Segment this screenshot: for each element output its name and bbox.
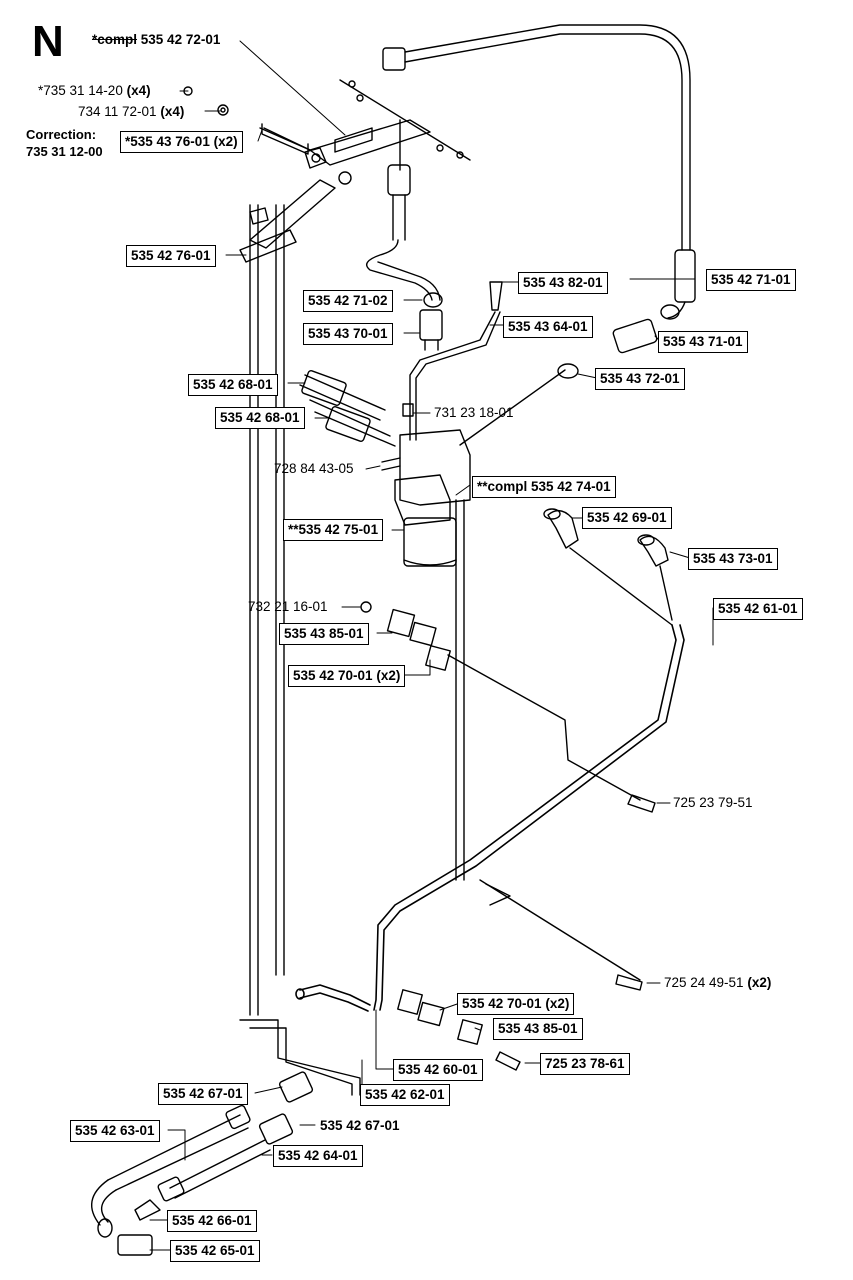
part-label-p07: 535 43 82-01: [518, 272, 608, 294]
part-qty-p27: (x2): [545, 996, 570, 1011]
leader-lines: [149, 40, 714, 1251]
valve-block: [299, 369, 566, 881]
part-label-p24: 535 42 70-01 (x2): [288, 665, 406, 687]
part-label-p10: 535 43 70-01: [303, 323, 393, 345]
control-lever: [409, 281, 503, 441]
part-label-p29: 725 23 78-61: [540, 1053, 630, 1075]
elbow-fittings: [543, 508, 673, 626]
part-label-p21: 732 21 16-01: [248, 599, 328, 614]
long-pipe: [295, 624, 685, 1012]
part-qty-p03: (x4): [160, 104, 185, 119]
correction-note: Correction: 735 31 12-00: [26, 126, 103, 160]
hose-71-02: [366, 239, 443, 351]
part-label-p15: 535 42 68-01: [215, 407, 305, 429]
part-label-p02: *735 31 14-20 (x4): [38, 82, 151, 100]
part-label-p35: 535 42 64-01: [273, 1145, 363, 1167]
part-label-p09: 535 43 64-01: [503, 316, 593, 338]
part-label-p36: 535 42 66-01: [167, 1210, 257, 1232]
part-label-p01: *compl 535 42 72-01: [92, 31, 220, 49]
part-label-p19: 535 42 69-01: [582, 507, 672, 529]
correction-label: Correction:: [26, 127, 97, 142]
clamp-group-lower: [397, 879, 643, 1071]
part-prefix-p01: *compl: [92, 32, 138, 47]
hose-routing-lower: [239, 1019, 361, 1145]
part-label-p20: 535 43 73-01: [688, 548, 778, 570]
part-label-p08: 535 42 71-02: [303, 290, 393, 312]
part-label-p37: 535 42 65-01: [170, 1240, 260, 1262]
part-label-p27: 535 42 70-01 (x2): [457, 993, 575, 1015]
part-label-p31: 535 42 67-01: [158, 1083, 248, 1105]
part-label-p05: 535 42 76-01: [126, 245, 216, 267]
part-qty-p02: (x4): [126, 83, 151, 98]
control-linkage: [183, 24, 691, 263]
part-label-p30: 535 42 60-01: [393, 1059, 483, 1081]
part-label-p06: 535 42 71-01: [706, 269, 796, 291]
part-label-p18: **535 42 75-01: [283, 519, 384, 541]
part-qty-p24: (x2): [376, 668, 401, 683]
part-number-p26: 725 24 49-51: [664, 975, 744, 990]
part-number-p03: 734 11 72-01: [78, 104, 157, 119]
frame-tube-left: [249, 204, 259, 1016]
part-number-p02: *735 31 14-20: [38, 83, 123, 98]
part-qty-p26: (x2): [747, 975, 772, 990]
part-label-p03: 734 11 72-01 (x4): [78, 103, 184, 121]
part-label-p11: 535 43 71-01: [658, 331, 748, 353]
part-number-p01: 535 42 72-01: [140, 32, 221, 47]
clamp-group-upper: [360, 601, 656, 813]
part-label-p12: 535 42 68-01: [188, 374, 278, 396]
part-label-p13: 535 43 72-01: [595, 368, 685, 390]
part-number-p27: 535 42 70-01: [462, 996, 542, 1011]
hose-71-01: [557, 249, 696, 379]
part-label-p22: 535 42 61-01: [713, 598, 803, 620]
part-label-p34: 535 42 67-01: [320, 1118, 400, 1133]
part-qty-p04: (x2): [213, 134, 238, 149]
part-label-p33: 535 42 63-01: [70, 1120, 160, 1142]
part-label-p26: 725 24 49-51 (x2): [664, 974, 771, 992]
part-number-p24: 535 42 70-01: [293, 668, 373, 683]
part-label-p25: 725 23 79-51: [673, 795, 753, 810]
part-label-p16: 728 84 43-05: [274, 461, 354, 476]
correction-number: 735 31 12-00: [26, 144, 103, 159]
part-label-p14: 731 23 18-01: [434, 405, 514, 420]
part-label-p28: 535 43 85-01: [493, 1018, 583, 1040]
part-label-p32: 535 42 62-01: [360, 1084, 450, 1106]
hose-pair: [91, 1104, 271, 1256]
frame-tube-inner: [275, 204, 285, 976]
part-number-p04: *535 43 76-01: [125, 134, 210, 149]
part-label-p04: *535 43 76-01 (x2): [120, 131, 243, 153]
section-letter: N: [32, 17, 64, 66]
part-label-p23: 535 43 85-01: [279, 623, 369, 645]
part-label-p17: **compl 535 42 74-01: [472, 476, 616, 498]
